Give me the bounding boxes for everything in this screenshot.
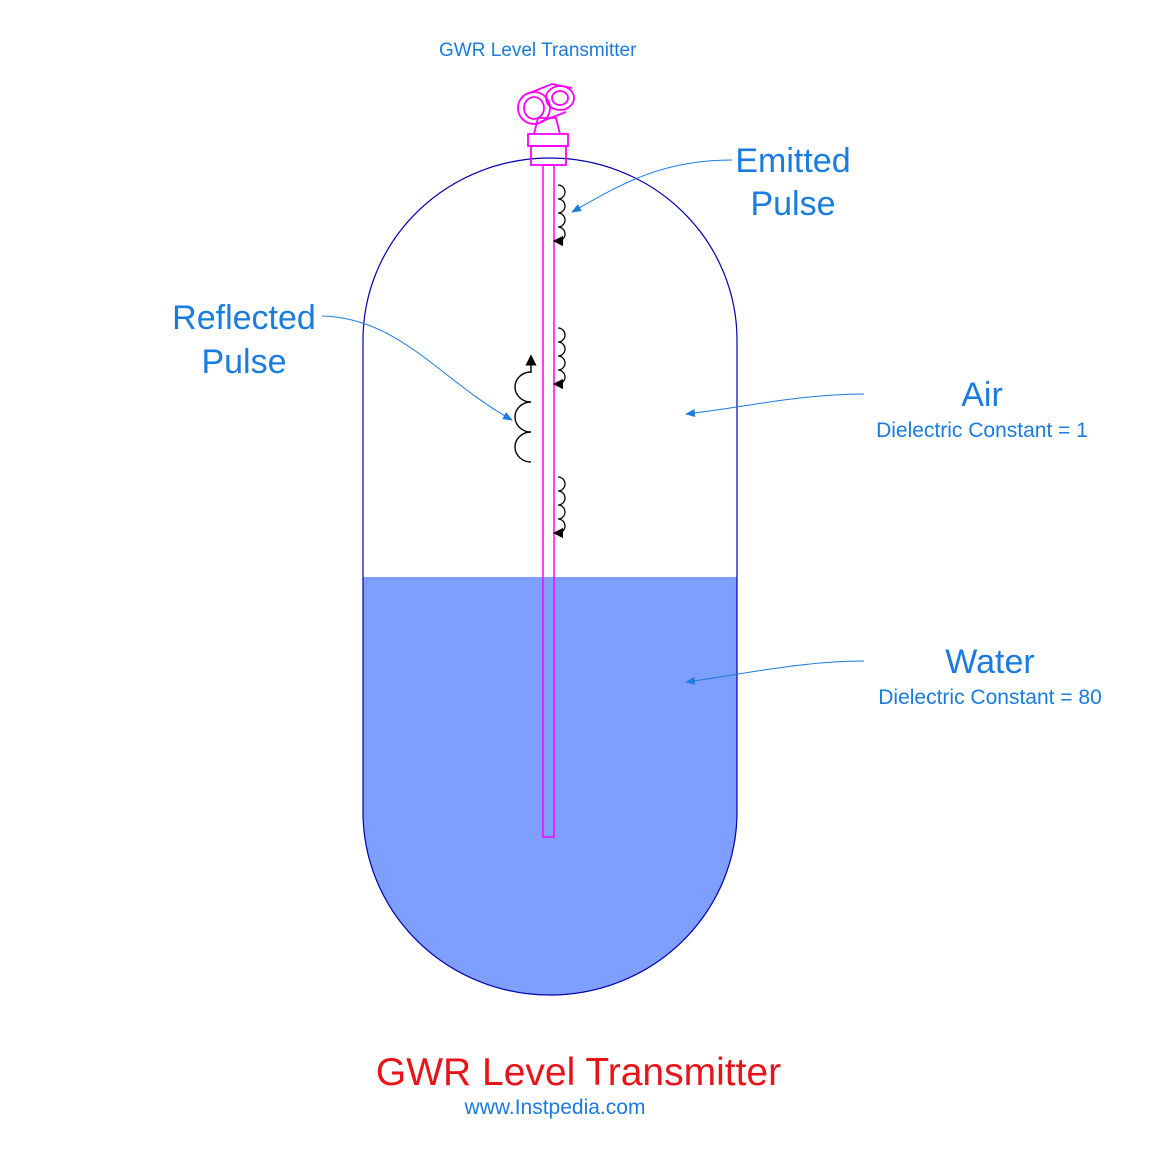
travelling-pulse-wave-icon	[552, 327, 566, 390]
emitted-pulse-line1: Emitted	[735, 142, 851, 180]
reflected-pulse-line2: Pulse	[201, 343, 287, 381]
transmitter-head-icon	[517, 83, 575, 166]
air-name: Air	[961, 376, 1003, 414]
water-name: Water	[945, 643, 1035, 681]
emitted-pulse-line2: Pulse	[750, 185, 836, 223]
air-label: Air Dielectric Constant = 1	[862, 374, 1102, 446]
reflected-pulse-wave-icon	[514, 354, 537, 463]
emitted-pulse-leader	[571, 159, 733, 213]
air-dielectric: Dielectric Constant = 1	[876, 419, 1088, 442]
lower-pulse-wave-icon	[552, 476, 566, 539]
reflected-pulse-leader	[321, 315, 513, 421]
water-fill	[363, 577, 737, 995]
air-leader	[685, 393, 865, 417]
emitted-pulse-wave-icon	[552, 184, 566, 247]
water-label: Water Dielectric Constant = 80	[862, 641, 1118, 713]
diagram-title: GWR Level Transmitter	[375, 1051, 782, 1094]
water-leader	[685, 660, 865, 685]
emitted-pulse-label: Emitted Pulse	[732, 140, 854, 226]
water-dielectric: Dielectric Constant = 80	[878, 686, 1102, 709]
reflected-pulse-label: Reflected Pulse	[168, 296, 320, 384]
transmitter-label: GWR Level Transmitter	[439, 40, 637, 61]
vessel-outline	[362, 157, 738, 996]
website-link[interactable]: www.Instpedia.com	[464, 1096, 646, 1119]
reflected-pulse-line1: Reflected	[172, 299, 316, 337]
